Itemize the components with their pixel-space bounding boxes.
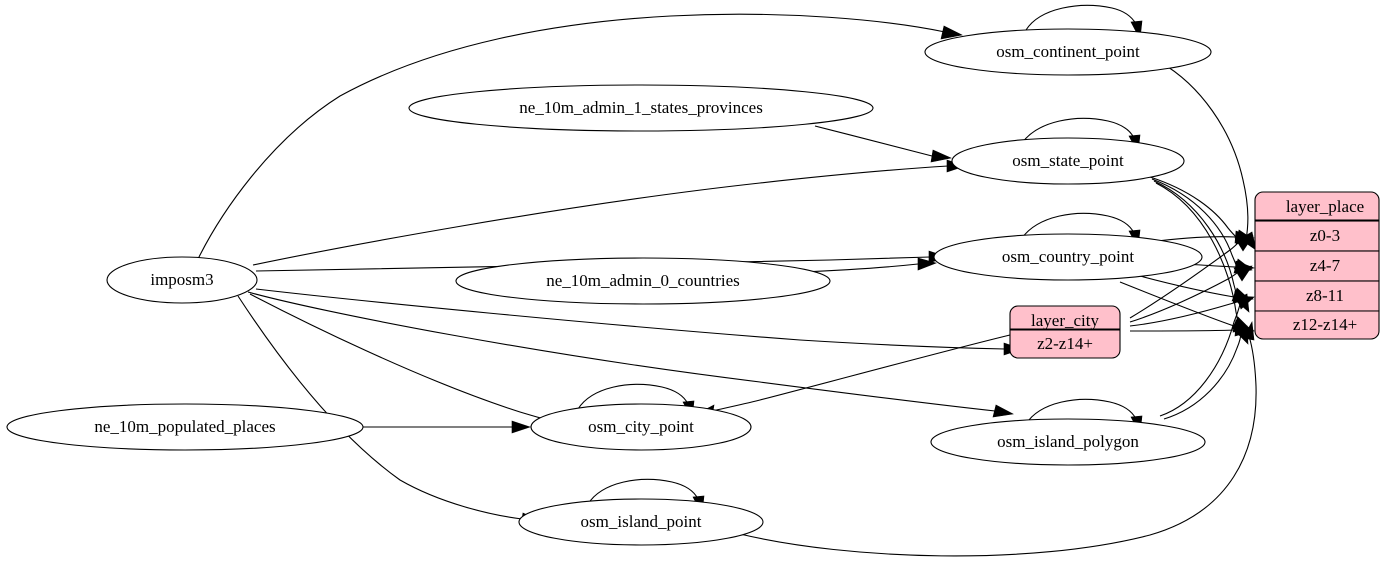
record-layer_place-row-z8-11-label: z8-11 <box>1306 286 1344 305</box>
node-osm_state_point-label: osm_state_point <box>1012 151 1124 170</box>
node-osm_island_point-label: osm_island_point <box>581 512 702 531</box>
node-osm_country_point-label: osm_country_point <box>1002 247 1134 266</box>
record-layer_city-row-z2-z14-label: z2-z14+ <box>1037 334 1093 353</box>
node-layer: imposm3 ne_10m_admin_1_states_provinces … <box>7 29 1379 545</box>
node-imposm3[interactable]: imposm3 <box>107 257 257 303</box>
node-osm_city_point-label: osm_city_point <box>588 417 694 436</box>
node-ne_countries-label: ne_10m_admin_0_countries <box>546 271 740 290</box>
node-osm_island_polygon-label: osm_island_polygon <box>997 432 1139 451</box>
node-imposm3-label: imposm3 <box>150 270 213 289</box>
record-layer_place-title: layer_place <box>1286 197 1364 216</box>
node-osm_continent_point-label: osm_continent_point <box>996 42 1140 61</box>
node-osm_state_point[interactable]: osm_state_point <box>952 138 1184 184</box>
record-layer_place[interactable]: layer_place z0-3 z4-7 z8-11 z12-z14+ <box>1255 192 1379 339</box>
node-osm_island_point[interactable]: osm_island_point <box>519 499 763 545</box>
edge-osm_country_point-to-layer_place-z8-11 <box>1140 276 1253 303</box>
record-layer_place-row-z4-7-label: z4-7 <box>1310 256 1341 275</box>
edge-layer_city-to-osm_city_point <box>695 335 1010 417</box>
node-osm_continent_point[interactable]: osm_continent_point <box>925 29 1211 75</box>
record-layer_city[interactable]: layer_city z2-z14+ <box>1010 306 1120 358</box>
record-layer_city-title: layer_city <box>1031 311 1099 330</box>
node-ne_10m_populated_places[interactable]: ne_10m_populated_places <box>7 404 363 450</box>
edge-ne_populated-to-osm_city_point <box>360 421 530 433</box>
node-osm_island_polygon[interactable]: osm_island_polygon <box>931 419 1205 465</box>
edge-imposm3-to-osm_city_point <box>250 294 566 425</box>
node-ne_populated-label: ne_10m_populated_places <box>94 417 275 436</box>
record-layer_place-row-z0-3-label: z0-3 <box>1310 226 1340 245</box>
edge-imposm3-to-osm_island_polygon <box>248 292 1013 417</box>
record-layer_place-row-z12-z14-label: z12-z14+ <box>1293 315 1357 334</box>
node-osm_country_point[interactable]: osm_country_point <box>934 234 1202 280</box>
node-ne_states-label: ne_10m_admin_1_states_provinces <box>519 98 763 117</box>
node-ne_10m_admin_1_states_provinces[interactable]: ne_10m_admin_1_states_provinces <box>409 85 873 131</box>
edge-ne_states-to-osm_state_point <box>815 126 951 162</box>
node-ne_10m_admin_0_countries[interactable]: ne_10m_admin_0_countries <box>456 258 830 304</box>
edge-imposm3-to-osm_continent_point <box>197 14 962 261</box>
edge-osm_island_polygon-to-layer_place-z12-z14+ <box>1164 326 1248 419</box>
node-osm_city_point[interactable]: osm_city_point <box>531 404 751 450</box>
edge-imposm3-to-osm_state_point <box>253 160 965 265</box>
